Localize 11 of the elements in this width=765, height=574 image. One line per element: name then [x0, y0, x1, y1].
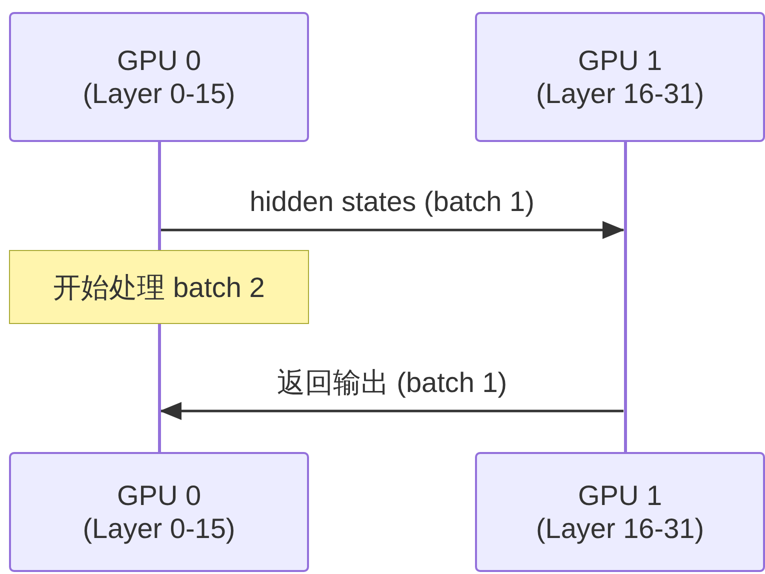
edge-label: 返回输出 (batch 1): [276, 367, 508, 399]
participant-box: GPU 1 (Layer 16-31): [475, 12, 765, 142]
message-arrow: [160, 221, 624, 239]
participant-box: GPU 0 (Layer 0-15): [9, 12, 309, 142]
lifeline: [624, 142, 626, 452]
lifeline: [158, 142, 160, 250]
lifeline: [158, 324, 160, 452]
participant-box: GPU 0 (Layer 0-15): [9, 452, 309, 572]
message-arrow: [160, 402, 624, 420]
participant-box: GPU 1 (Layer 16-31): [475, 452, 765, 572]
note-box: 开始处理 batch 2: [9, 250, 309, 324]
